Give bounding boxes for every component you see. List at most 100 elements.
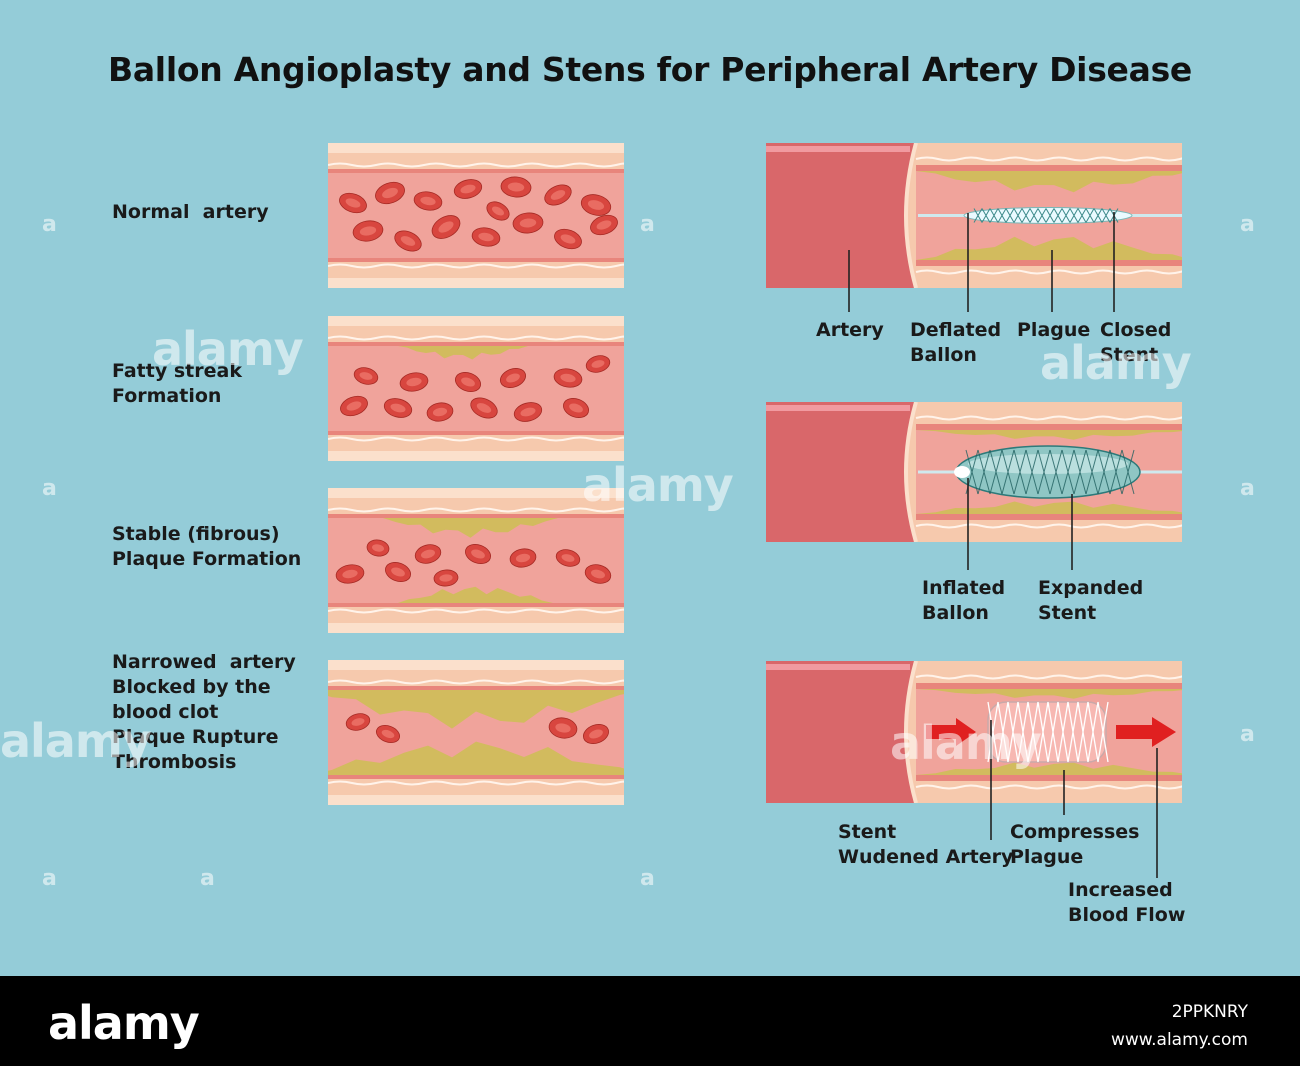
footer-url[interactable]: www.alamy.com — [1110, 1030, 1248, 1050]
red-blood-cell — [590, 214, 618, 236]
balloon-tip — [954, 466, 970, 478]
wall-line — [915, 156, 1182, 162]
red-blood-cell — [471, 227, 501, 247]
plaque-buildup — [328, 690, 624, 729]
image-id: 2PPKNRY — [1171, 1002, 1248, 1022]
wall-line — [915, 415, 1182, 421]
watermark-logo: alamy — [582, 458, 734, 512]
watermark-mark: a — [1240, 212, 1255, 237]
label-inflated-balloon: Inflated Ballon — [922, 577, 1006, 624]
label-plague: Plague — [1017, 319, 1091, 341]
red-blood-cell — [413, 191, 443, 211]
red-blood-cell — [555, 549, 581, 567]
stent-mesh — [1087, 701, 1099, 763]
leader-lines — [848, 212, 1158, 878]
closed-stent-mesh — [1085, 208, 1095, 223]
label-deflated-balloon: Deflated Ballon — [910, 319, 1002, 366]
closed-stent-mesh — [1053, 208, 1063, 223]
red-blood-cell — [431, 215, 461, 239]
artery-outer — [766, 402, 916, 542]
label-expanded-stent: Expanded Stent — [1038, 577, 1144, 624]
red-blood-cell — [352, 220, 384, 242]
artery-panel-narrowed — [328, 660, 624, 805]
plaque-top — [916, 171, 1182, 193]
red-blood-cell — [580, 194, 612, 216]
procedure-panel-deflated-balloon — [766, 143, 1182, 288]
stent-mesh — [1007, 701, 1019, 763]
artery-panel-normal — [328, 143, 624, 288]
plaque-top — [916, 689, 1182, 699]
watermark-logo: alamy — [152, 322, 304, 376]
red-blood-cell — [585, 355, 611, 373]
red-blood-cell — [583, 724, 609, 744]
procedure-panel-widened-artery — [766, 661, 1182, 803]
red-blood-cell — [353, 367, 379, 385]
closed-stent-mesh — [981, 208, 991, 223]
watermark-mark: a — [640, 212, 655, 237]
wall-line — [915, 269, 1182, 275]
stent-mesh — [1017, 701, 1029, 763]
expanded-stent-mesh — [1073, 449, 1087, 495]
red-blood-cell — [394, 230, 422, 252]
expanded-stent-mesh — [1037, 449, 1051, 495]
red-blood-cell — [433, 569, 459, 587]
stent-mesh — [1077, 701, 1089, 763]
outer-wall-highlight — [328, 795, 624, 805]
artery-outer — [766, 661, 916, 803]
closed-stent-mesh — [1005, 208, 1015, 223]
label-stable-plaque: Stable (fibrous) Plaque Formation — [112, 523, 302, 570]
expanded-stent-mesh — [977, 449, 991, 495]
closed-stent-mesh — [1037, 208, 1047, 223]
watermark-mark: a — [1240, 476, 1255, 501]
red-blood-cell — [470, 397, 498, 419]
stent-mesh — [987, 701, 999, 763]
outer-wall-highlight — [328, 316, 624, 326]
outer-wall-highlight — [328, 488, 624, 498]
outer-wall-highlight — [328, 451, 624, 461]
red-blood-cell — [340, 395, 368, 417]
expanded-stent-mesh — [1025, 449, 1039, 495]
closed-stent-mesh — [1061, 208, 1071, 223]
label-narrowed-artery: Narrowed artery Blocked by the blood clo… — [112, 651, 296, 773]
fibrous-plaque — [383, 518, 558, 538]
closed-stent-mesh — [1069, 208, 1079, 223]
red-blood-cell — [399, 372, 429, 392]
red-blood-cell — [383, 398, 413, 418]
red-blood-cell — [455, 372, 481, 392]
expanded-stent-mesh — [1001, 449, 1015, 495]
label-closed-stent: Closed Stent — [1100, 319, 1172, 366]
diagram-title: Ballon Angioplasty and Stens for Periphe… — [107, 50, 1193, 89]
stent-mesh — [1047, 701, 1059, 763]
label-fatty-streak: Fatty streak Formation — [112, 360, 242, 407]
wall-line — [328, 335, 624, 341]
expanded-stent-mesh — [1121, 449, 1135, 495]
plaque-bottom — [916, 762, 1182, 775]
red-blood-cell — [544, 184, 572, 206]
wall-line — [328, 436, 624, 442]
red-blood-cell — [584, 564, 612, 584]
closed-stent-mesh — [1101, 208, 1111, 223]
fibrous-plaque — [398, 586, 553, 603]
red-blood-cell — [563, 398, 589, 418]
closed-stent-mesh — [1045, 208, 1055, 223]
fatty-streak — [398, 346, 528, 360]
red-blood-cell — [513, 402, 543, 422]
red-blood-cell — [339, 192, 367, 214]
outer-wall-highlight — [328, 660, 624, 670]
artery-rim — [904, 143, 918, 288]
red-blood-cell — [486, 201, 510, 221]
closed-stent-mesh — [973, 208, 983, 223]
closed-stent-mesh — [1077, 208, 1087, 223]
stent-mesh — [997, 701, 1009, 763]
red-blood-cell — [426, 402, 454, 422]
watermark-logo: alamy — [0, 714, 152, 768]
expanded-stent-mesh — [1109, 449, 1123, 495]
red-blood-cell — [375, 181, 405, 205]
wall-line — [328, 608, 624, 614]
red-blood-cell — [375, 725, 401, 743]
stent-mesh — [1067, 701, 1079, 763]
red-blood-cell — [345, 713, 371, 731]
closed-stent-mesh — [1029, 208, 1039, 223]
watermark-logo: alamy — [1040, 336, 1192, 390]
red-blood-cell — [512, 212, 544, 234]
